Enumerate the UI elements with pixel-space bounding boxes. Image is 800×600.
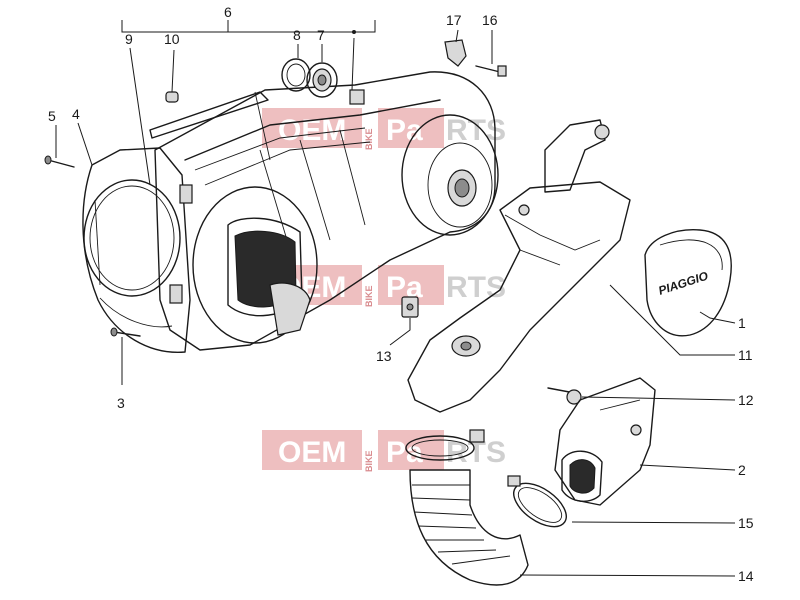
callout-1: 1 (738, 315, 746, 331)
part-bolt-16 (475, 65, 507, 77)
part-screw-5 (44, 155, 75, 168)
svg-text:Pa: Pa (386, 271, 423, 304)
watermark-bike: BIKE (364, 285, 374, 307)
watermark-p: P (386, 114, 406, 147)
watermark-p: P (386, 271, 406, 304)
part-duct-end (554, 377, 656, 506)
watermark-a: a (406, 114, 423, 147)
callout-5: 5 (48, 108, 56, 124)
svg-text:Pa: Pa (386, 436, 423, 469)
watermark-bike: BIKE (364, 128, 374, 150)
callout-2: 2 (738, 462, 746, 478)
callout-12: 12 (738, 392, 754, 408)
watermark-p: P (386, 436, 406, 469)
leader-lines (55, 20, 736, 577)
part-pin-10 (165, 91, 179, 103)
part-bracket-17 (444, 39, 467, 67)
callout-3: 3 (117, 395, 125, 411)
watermark-oem: OEM (278, 436, 346, 469)
callout-13: 13 (376, 348, 392, 364)
part-air-duct (407, 119, 631, 413)
part-bearing-7 (306, 62, 338, 98)
watermark-a: a (406, 436, 423, 469)
callout-labels: 1 2 3 4 5 6 7 8 9 10 11 12 13 14 15 16 1… (48, 4, 754, 584)
callout-15: 15 (738, 515, 754, 531)
watermark-bike: BIKE (364, 450, 374, 472)
part-transmission-cover (149, 71, 499, 351)
part-hose-clamp-15 (507, 475, 567, 528)
cover-logo: PIAGGIO (657, 268, 711, 297)
callout-14: 14 (738, 568, 754, 584)
part-clip-13 (401, 296, 419, 318)
watermark-oem: OEM (278, 114, 346, 147)
svg-text:Pa: Pa (386, 114, 423, 147)
callout-16: 16 (482, 12, 498, 28)
watermark-bottom: OEM BIKE Pa RTS (262, 430, 506, 472)
part-intake-hose (405, 429, 529, 586)
watermark-a: a (406, 271, 423, 304)
watermark-rts: RTS (446, 114, 506, 147)
part-screw-3 (110, 327, 141, 337)
callout-8: 8 (293, 27, 301, 43)
watermark-rts: RTS (446, 271, 506, 304)
callout-10: 10 (164, 31, 180, 47)
callout-7: 7 (317, 27, 325, 43)
part-oring-8 (281, 58, 311, 92)
callout-6: 6 (224, 4, 232, 20)
watermark-top: OEM BIKE Pa RTS (262, 108, 506, 150)
callout-17: 17 (446, 12, 462, 28)
callout-9: 9 (125, 31, 133, 47)
callout-11: 11 (738, 347, 753, 363)
callout-4: 4 (72, 106, 80, 122)
part-gasket-plate (82, 147, 191, 353)
part-screw-12 (547, 387, 582, 405)
